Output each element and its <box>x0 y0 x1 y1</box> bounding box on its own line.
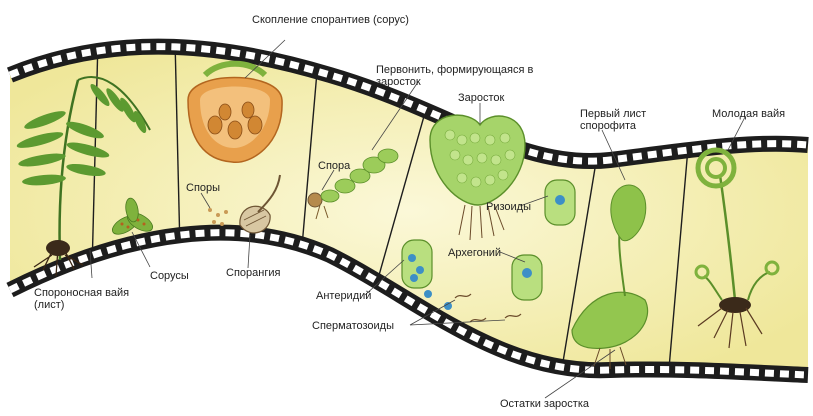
root-icon <box>33 244 84 277</box>
archegonium-icon <box>511 179 576 301</box>
germinating-spore-icon <box>307 148 399 220</box>
antheridium-icon <box>401 239 452 310</box>
sporangium-icon <box>239 174 281 234</box>
prothallus-icon <box>429 114 526 241</box>
label-forming-primordium: Первонить, формирующаяся в заросток <box>376 64 534 88</box>
sporophyte-icon <box>571 184 649 369</box>
label-spore: Спора <box>318 160 351 172</box>
young-frond-icon <box>694 147 780 349</box>
label-sporangium: Спорангия <box>226 267 281 279</box>
label-sori: Сорусы <box>150 270 189 282</box>
label-first-leaf: Первый лист спорофита <box>580 108 647 132</box>
leader-lines <box>89 39 746 399</box>
sperm-icon <box>454 293 522 323</box>
fern-frond-icon <box>16 76 151 277</box>
label-young-frond: Молодая вайя <box>712 108 786 120</box>
label-prothallus-remains: Остатки заростка <box>500 398 590 410</box>
label-archegonium: Архегоний <box>448 247 502 259</box>
label-spermatozoids: Сперматозоиды <box>312 320 394 332</box>
label-spore-bearing-frond: Спороносная вайя (лист) <box>34 287 130 311</box>
label-antheridium: Антеридий <box>316 290 372 302</box>
label-spores: Споры <box>186 182 221 194</box>
film-bottom-perforations <box>8 229 809 379</box>
label-sporangia-cluster: Скопление спорантиев (сорус) <box>252 14 409 26</box>
sorus-cross-section-icon <box>187 60 283 163</box>
sorus-icon <box>111 197 154 235</box>
label-prothallus: Заросток <box>458 92 505 104</box>
label-rhizoids: Ризоиды <box>486 201 531 213</box>
spore-icon <box>208 208 228 226</box>
